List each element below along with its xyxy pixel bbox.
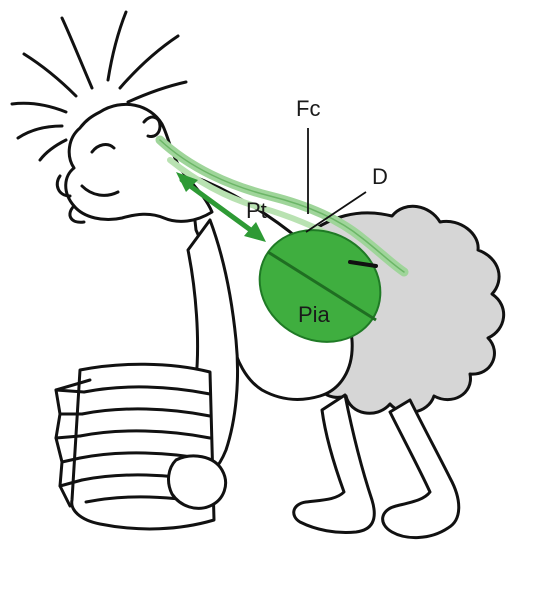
hand [169, 456, 226, 508]
label-pia: Pia [298, 302, 331, 327]
label-fc: Fc [296, 96, 320, 121]
label-d: D [372, 164, 388, 189]
label-pt: Pt [246, 198, 267, 223]
back-leg [294, 395, 375, 533]
front-leg [383, 400, 459, 538]
